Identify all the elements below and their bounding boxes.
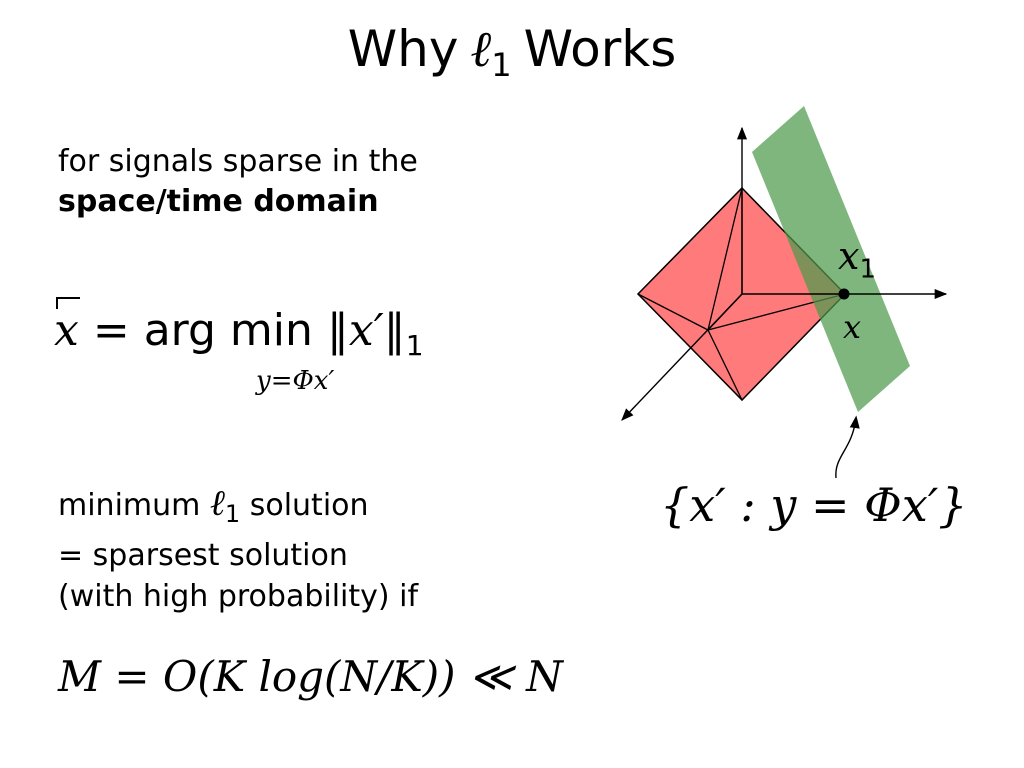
l1-ball-diagram — [621, 106, 948, 421]
solution-hyperplane — [752, 106, 910, 412]
axis-depth — [621, 293, 743, 421]
argmin-constraint: y=Φx′ — [256, 366, 335, 396]
intro-text: for signals sparse in the space/time dom… — [58, 142, 418, 222]
argmin-op: arg min — [143, 305, 313, 356]
polytope-edge — [707, 187, 743, 331]
set-label: {x′ : y = Φx′} — [660, 478, 968, 532]
pointer-arrow — [835, 415, 860, 479]
x-hat: x — [54, 305, 79, 356]
title-ell: ℓ1 — [470, 20, 512, 84]
measurement-bound: M = O(K log(N/K)) ≪ N — [58, 652, 563, 701]
result-line-1: minimum ℓ1 solution — [58, 483, 369, 528]
result-line-3: (with high probability) if — [58, 579, 419, 614]
result-text: minimum ℓ1 solution = sparsest solution … — [58, 483, 418, 617]
l1-formula: x = arg min ‖x′‖1 — [54, 305, 424, 362]
intro-line-1: for signals sparse in the — [58, 144, 418, 179]
equals: = — [92, 305, 130, 356]
polytope-edge — [707, 329, 743, 401]
x1-label: x1 — [838, 234, 876, 285]
solution-point — [838, 288, 850, 300]
title-post: Works — [523, 20, 677, 78]
result-line-2: = sparsest solution — [58, 538, 348, 573]
x-label: x — [843, 308, 862, 346]
intro-line-2: space/time domain — [58, 184, 379, 219]
polytope-edge — [637, 293, 709, 331]
norm-expression: ‖x′‖1 — [326, 305, 424, 362]
title-pre: Why — [347, 20, 459, 78]
